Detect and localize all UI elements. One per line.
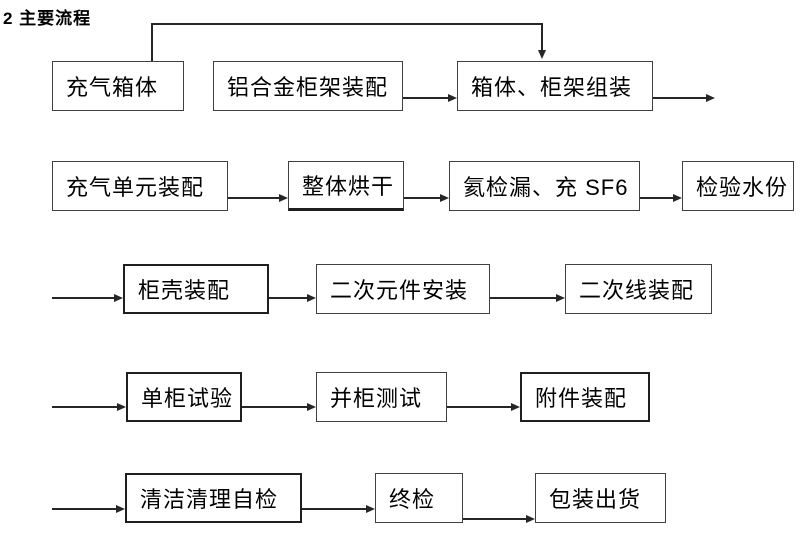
- arrow-gas-unit-to-drying: [228, 193, 288, 202]
- node-cabinet-shell-assembly: 柜壳装配: [123, 264, 269, 314]
- node-overall-drying: 整体烘干: [288, 161, 404, 211]
- arrow-final-inspection-to-packing: [463, 514, 535, 523]
- node-tank-frame-assembly: 箱体、柜架组装: [457, 61, 653, 111]
- node-label: 铝合金柜架装配: [227, 75, 389, 100]
- node-helium-leak-test-sf6-filling: 氦检漏、充 SF6: [449, 161, 640, 211]
- arrow-helium-test-to-moisture: [640, 193, 682, 202]
- node-label: 并柜测试: [330, 386, 423, 411]
- node-label: 充气箱体: [66, 75, 159, 100]
- node-final-inspection: 终检: [375, 473, 463, 523]
- node-cleaning-self-inspection: 清洁清理自检: [125, 473, 302, 523]
- arrow-single-test-to-parallel-test: [242, 402, 316, 411]
- connector-top-horizontal-segment: [151, 23, 543, 25]
- node-gas-unit-assembly: 充气单元装配: [52, 161, 228, 211]
- arrow-cleaning-to-final-inspection: [302, 504, 375, 513]
- node-label: 终检: [389, 487, 436, 512]
- node-single-cabinet-test: 单柜试验: [126, 372, 242, 422]
- node-label: 包装出货: [549, 487, 642, 512]
- connector-top-vertical-segment: [151, 23, 153, 61]
- node-secondary-wiring-assembly: 二次线装配: [565, 264, 712, 314]
- node-packing-shipping: 包装出货: [535, 473, 666, 523]
- node-moisture-inspection: 检验水份: [682, 161, 794, 211]
- connector-top-drop-segment: [541, 23, 543, 51]
- arrow-shell-to-secondary-component: [269, 293, 316, 302]
- arrow-frame-to-tank-assembly: [403, 93, 457, 102]
- node-accessory-assembly: 附件装配: [520, 372, 650, 422]
- node-label: 单柜试验: [141, 386, 234, 411]
- node-secondary-component-installation: 二次元件安装: [316, 264, 490, 314]
- arrow-down-icon: [537, 50, 546, 59]
- node-label: 氦检漏、充 SF6: [463, 175, 629, 200]
- node-gas-filled-tank: 充气箱体: [52, 61, 184, 111]
- page-title: 2 主要流程: [3, 9, 92, 28]
- node-label: 清洁清理自检: [140, 487, 279, 512]
- arrow-row1-continuation-out: [653, 93, 715, 102]
- arrow-drying-to-helium-test: [404, 193, 449, 202]
- node-label: 柜壳装配: [138, 278, 231, 303]
- node-label: 箱体、柜架组装: [471, 75, 633, 100]
- node-label: 二次线装配: [579, 278, 695, 303]
- node-parallel-cabinet-test: 并柜测试: [316, 372, 447, 422]
- node-label: 附件装配: [535, 386, 628, 411]
- arrow-row4-continuation-in: [52, 402, 126, 411]
- node-label: 二次元件安装: [330, 278, 469, 303]
- node-label: 充气单元装配: [66, 175, 205, 200]
- arrow-parallel-test-to-accessory: [447, 402, 520, 411]
- node-label: 整体烘干: [302, 174, 395, 199]
- arrow-secondary-component-to-wiring: [490, 293, 565, 302]
- arrow-row3-continuation-in: [52, 293, 123, 302]
- arrow-row5-continuation-in: [52, 504, 125, 513]
- node-aluminum-frame-assembly: 铝合金柜架装配: [213, 61, 403, 111]
- node-label: 检验水份: [696, 175, 789, 200]
